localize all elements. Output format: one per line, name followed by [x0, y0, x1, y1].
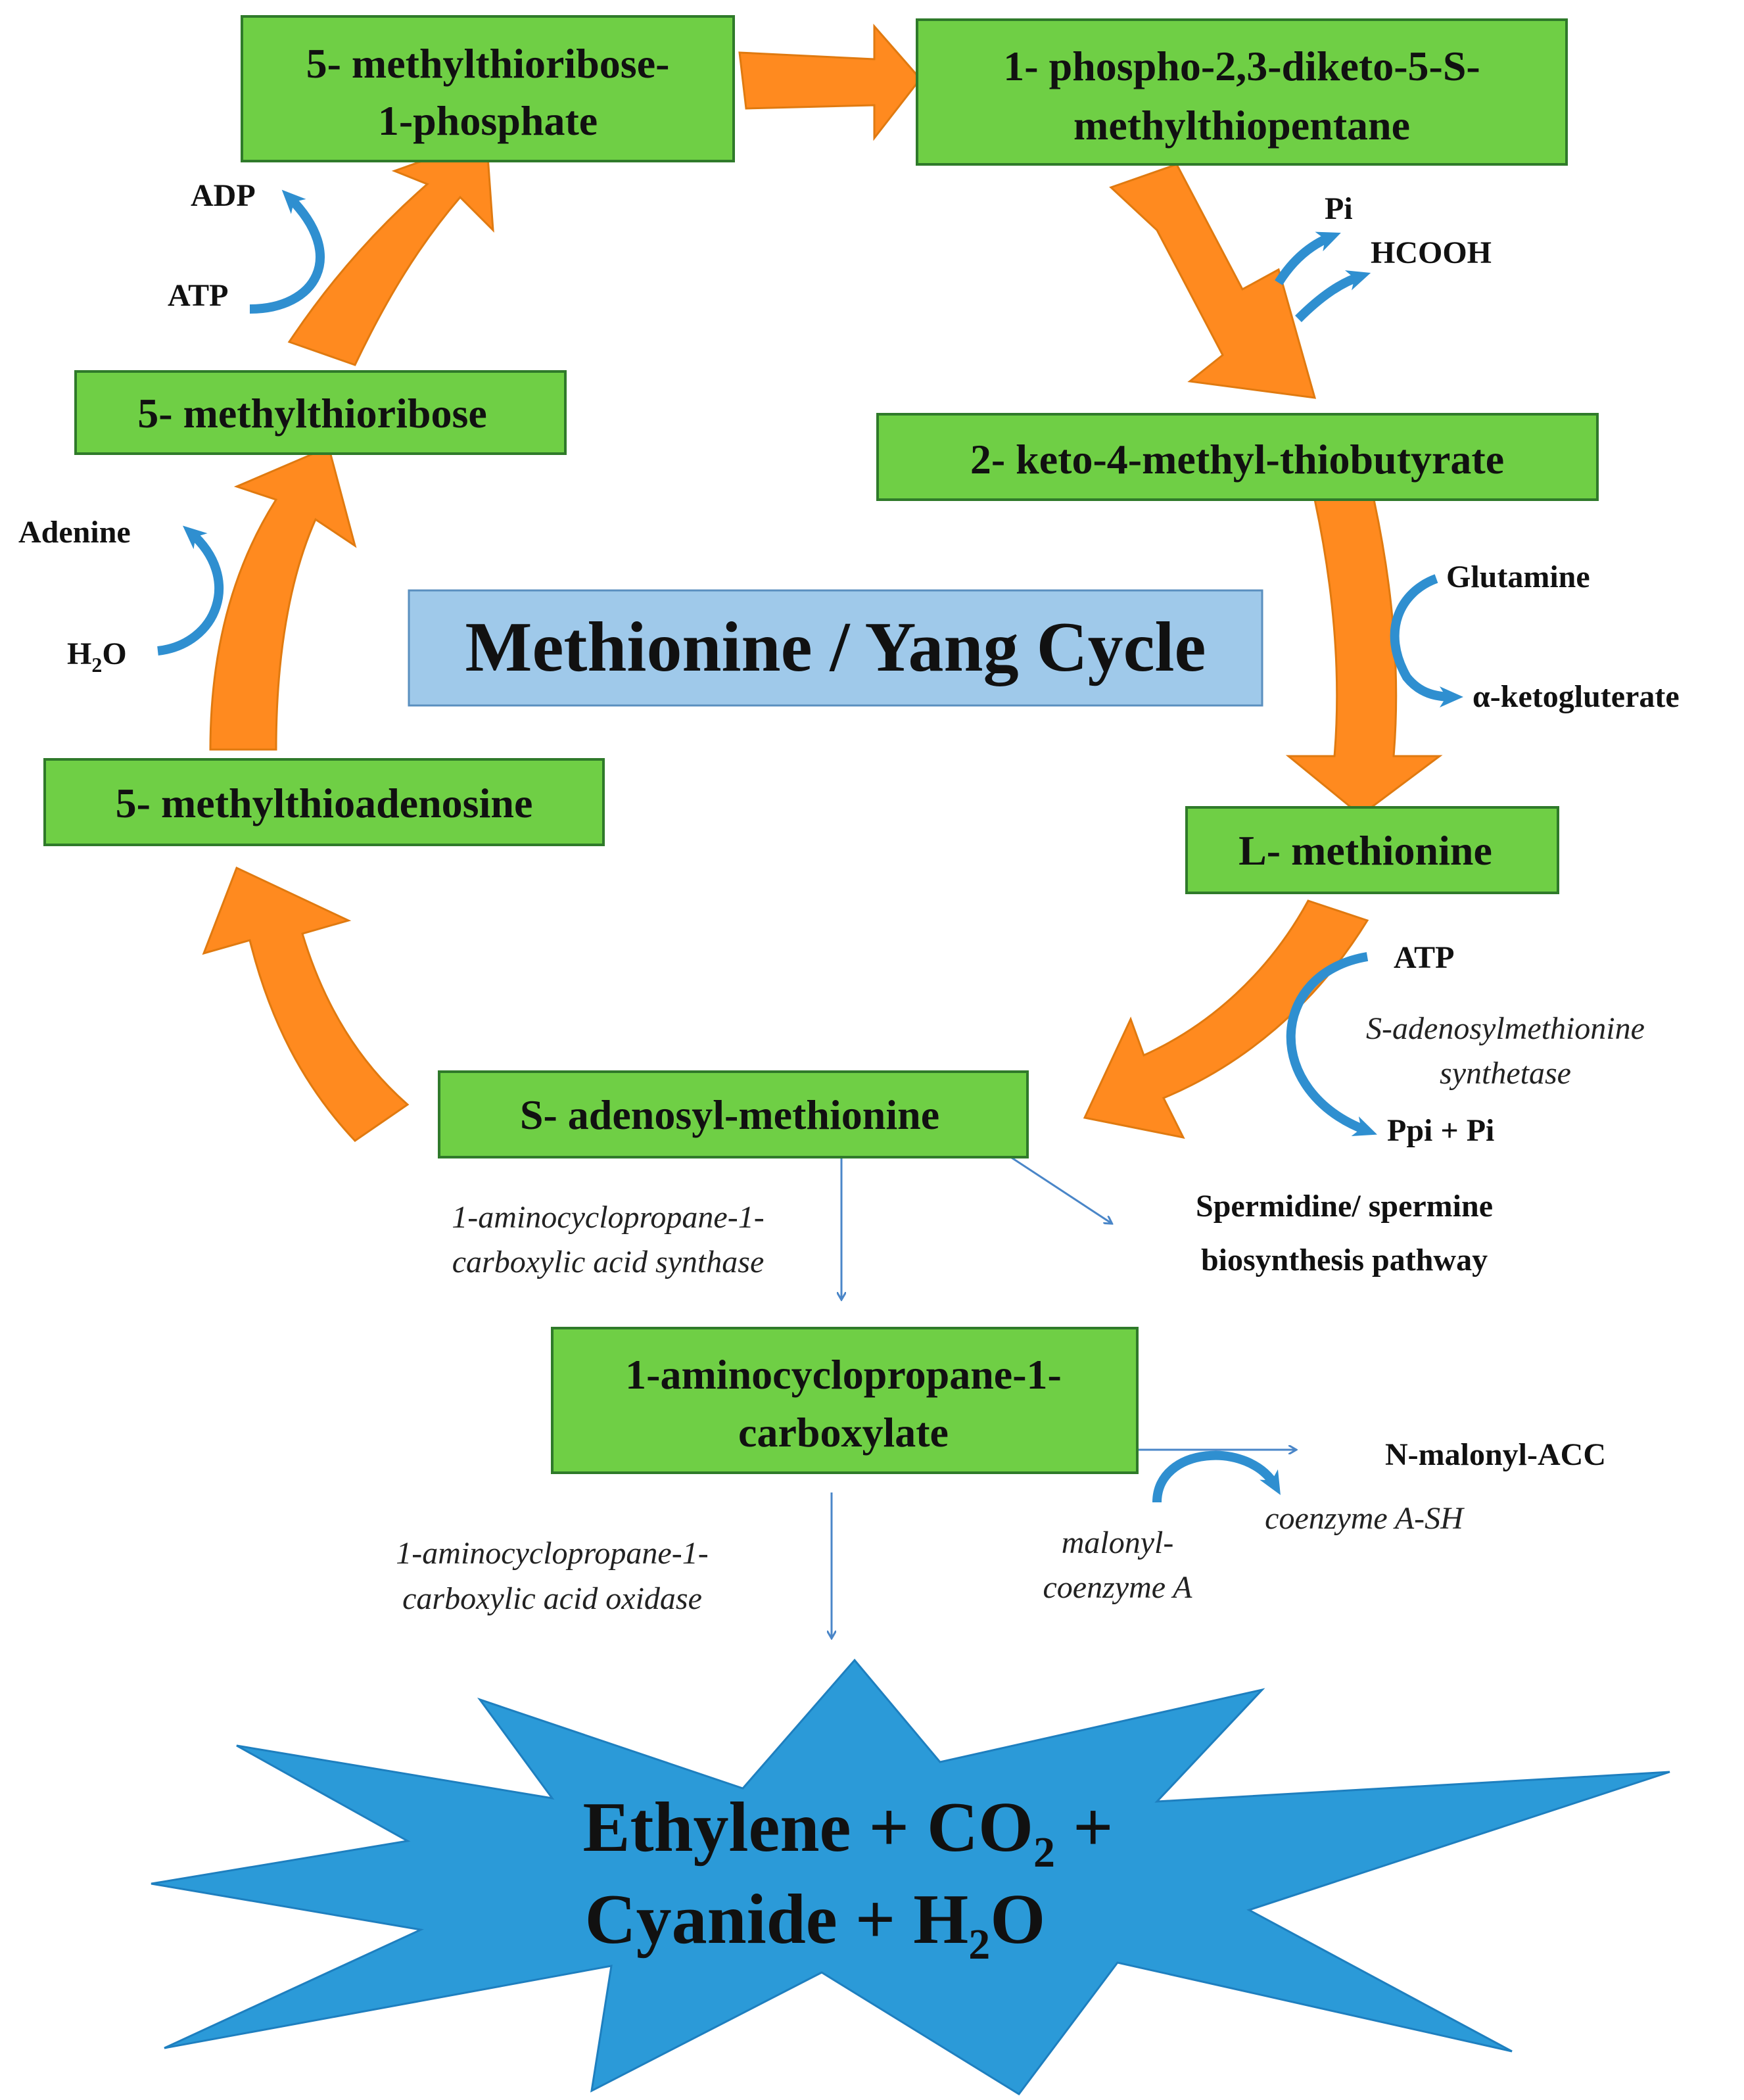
enzyme-sams-line2: synthetase	[1440, 1056, 1571, 1091]
branch-nmalonyl-acc: N-malonyl-ACC	[1385, 1437, 1606, 1472]
arrow-mtr-to-mtr1p	[287, 136, 494, 366]
label-atp2: ATP	[1394, 940, 1454, 975]
label-atp1: ATP	[168, 278, 228, 313]
pi-arrow	[1275, 231, 1341, 285]
arrow-keto-to-lmet	[1285, 498, 1443, 817]
malonyl-coa-arrow	[1152, 1450, 1281, 1503]
node-mtr1p: 5- methylthioribose- 1-phosphate	[241, 15, 735, 162]
arrow-lmet-to-sam	[1083, 899, 1369, 1139]
node-mtr: 5- methylthioribose	[74, 370, 567, 455]
label-akg: α-ketogluterate	[1473, 679, 1680, 714]
enzyme-accs-line1: 1-aminocyclopropane-1-	[452, 1200, 764, 1235]
label-pi: Pi	[1325, 191, 1353, 226]
branch-spermidine-line1: Spermidine/ spermine	[1196, 1189, 1493, 1224]
enzyme-accs-line2: carboxylic acid synthase	[452, 1245, 765, 1279]
node-mtr1p-line1: 5- methylthioribose-	[306, 40, 670, 87]
label-malonyl-line1: malonyl-	[1062, 1525, 1174, 1560]
enzyme-sams-line1: S-adenosylmethionine	[1366, 1011, 1645, 1046]
diagram-title: Methionine / Yang Cycle	[465, 608, 1206, 686]
node-sam: S- adenosyl-methionine	[438, 1070, 1029, 1158]
products-line2: Cyanide + H2O	[585, 1880, 1046, 1969]
products-burst: Ethylene + CO2 + Cyanide + H2O	[151, 1658, 1670, 2095]
enzyme-acco-line1: 1-aminocyclopropane-1-	[396, 1536, 708, 1571]
node-acc-line2: carboxylate	[738, 1409, 949, 1456]
arrow-mtr1p-to-phospho	[738, 24, 922, 141]
node-acc-line1: 1-aminocyclopropane-1-	[625, 1351, 1062, 1398]
arrow-sam-to-mta	[202, 866, 410, 1142]
label-adenine: Adenine	[18, 515, 131, 550]
glutamine-akg-arrow	[1390, 574, 1463, 707]
node-lmet-line1: L- methionine	[1238, 827, 1492, 874]
node-acc: 1-aminocyclopropane-1- carboxylate	[551, 1327, 1139, 1474]
products-line1: Ethylene + CO2 +	[582, 1788, 1113, 1876]
cofactor-arrows	[157, 189, 1463, 1503]
h2o-adenine-arrow	[157, 525, 224, 656]
label-coa-sh: coenzyme A-SH	[1265, 1501, 1465, 1536]
label-adp: ADP	[191, 178, 256, 213]
node-mta-line1: 5- methylthioadenosine	[116, 780, 533, 826]
arrow-sam-to-spermidine	[1005, 1153, 1111, 1223]
thin-arrows	[832, 1153, 1295, 1637]
title-box: Methionine / Yang Cycle	[408, 589, 1263, 707]
atp-adp-arrow	[249, 189, 325, 314]
branch-spermidine-line2: biosynthesis pathway	[1201, 1243, 1488, 1277]
burst-shape	[151, 1658, 1670, 2095]
cycle-arrows	[202, 24, 1443, 1142]
node-mtr-line1: 5- methylthioribose	[137, 390, 487, 437]
node-keto: 2- keto-4-methyl-thiobutyrate	[876, 413, 1599, 501]
label-glutamine: Glutamine	[1446, 560, 1590, 594]
label-h2o: H2O	[67, 636, 127, 677]
node-phospho: 1- phospho-2,3-diketo-5-S- methylthiopen…	[916, 18, 1568, 166]
node-keto-line1: 2- keto-4-methyl-thiobutyrate	[970, 436, 1504, 483]
node-mtr1p-line2: 1-phosphate	[378, 97, 598, 144]
atp-ppi-arrow	[1286, 952, 1377, 1136]
arrow-mta-to-mtr	[209, 445, 357, 751]
arrow-phospho-to-keto	[1109, 163, 1317, 399]
enzyme-acco-line2: carboxylic acid oxidase	[402, 1581, 702, 1616]
node-sam-line1: S- adenosyl-methionine	[520, 1091, 939, 1138]
label-ppi: Ppi + Pi	[1387, 1113, 1494, 1148]
node-phospho-line2: methylthiopentane	[1073, 102, 1410, 149]
node-lmet: L- methionine	[1185, 806, 1559, 894]
label-malonyl-line2: coenzyme A	[1043, 1570, 1192, 1605]
hcooh-arrow	[1295, 270, 1371, 322]
node-mta: 5- methylthioadenosine	[43, 758, 605, 846]
node-phospho-line1: 1- phospho-2,3-diketo-5-S-	[1003, 43, 1480, 89]
label-hcooh: HCOOH	[1371, 235, 1492, 270]
